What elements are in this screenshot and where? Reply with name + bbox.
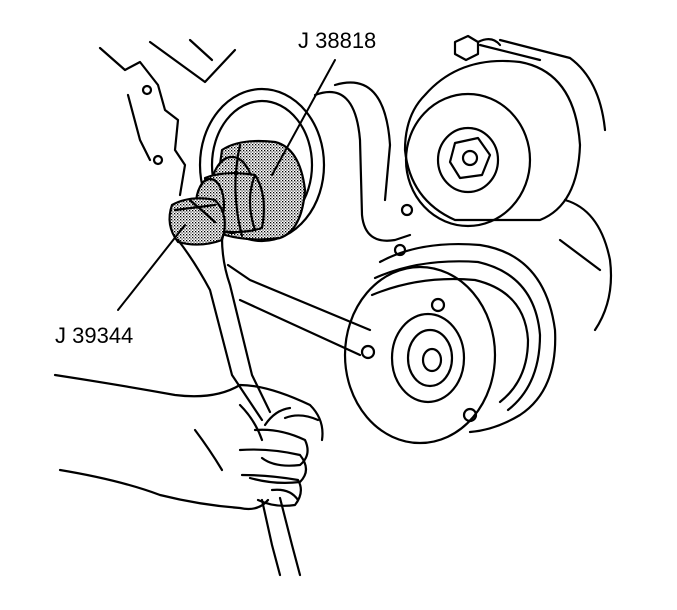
cover-top-edge <box>148 40 237 84</box>
belt-lower-line-2 <box>238 298 362 357</box>
callout-j39344: J 39344 <box>55 323 134 348</box>
socket-tool <box>168 197 226 246</box>
wrench-lower-shaft-2 <box>278 496 302 577</box>
idler-pulley-face <box>404 92 532 228</box>
balancer-rim <box>378 242 557 434</box>
belt-left-contour <box>313 90 412 242</box>
balancer-hub-center <box>421 347 443 373</box>
leader-line-j39344 <box>117 224 186 311</box>
idler-pulley-hub <box>436 126 500 194</box>
belt-outer-contour <box>333 81 392 202</box>
balancer-face <box>343 265 497 445</box>
balancer-bolt-hole <box>462 407 478 423</box>
front-cover-edge <box>98 46 187 197</box>
front-cover-edge-inner <box>126 93 152 162</box>
cover-hole <box>400 203 414 217</box>
cover-bolt-hole <box>152 154 164 166</box>
balancer-groove-2 <box>370 277 530 404</box>
cover-top-edge-2 <box>188 38 214 62</box>
seal-housing-outer <box>198 87 326 243</box>
wrench-lower-shaft <box>260 498 282 577</box>
idler-belt-edge <box>478 43 542 62</box>
belt-lower-line <box>226 263 372 332</box>
top-bolt-stud <box>476 38 502 47</box>
balancer-bolt-hole <box>360 344 376 360</box>
top-bolt <box>453 34 480 62</box>
balancer-inner-ring <box>390 312 466 404</box>
idler-bolt-head <box>448 136 492 180</box>
wrench-handle <box>176 238 264 422</box>
idler-bolt-center <box>461 149 479 167</box>
idler-belt-edge-2 <box>498 38 607 132</box>
engine-right-edge-2 <box>558 238 602 272</box>
engine-right-edge <box>563 198 613 332</box>
cover-hole <box>393 243 407 257</box>
balancer-bolt-hole <box>430 297 446 313</box>
balancer-hub <box>406 328 454 388</box>
leader-line-j38818 <box>271 59 336 176</box>
hand-illustration <box>53 373 324 511</box>
wrench-handle-2 <box>220 236 272 414</box>
balancer-groove-1 <box>373 260 542 412</box>
cover-bolt-hole <box>141 84 153 96</box>
idler-pulley-body <box>403 59 582 222</box>
callout-j38818: J 38818 <box>298 28 377 53</box>
